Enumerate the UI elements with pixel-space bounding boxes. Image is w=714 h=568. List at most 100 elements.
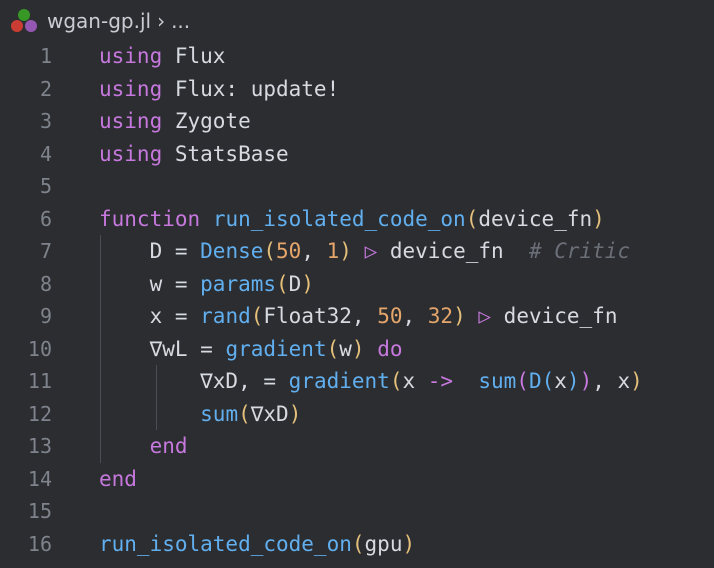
line-number: 13 [27,434,52,458]
code-token: w [339,336,352,361]
code-token: ( [465,206,479,231]
code-line[interactable]: 3 using Zygote [0,105,714,138]
code-token: Float32, [263,304,378,328]
code-token: D = [99,239,201,263]
line-number: 12 [27,401,52,426]
code-line[interactable]: 10 ∇wL = gradient(w) do [0,333,714,366]
code-line[interactable]: 13 end [0,430,714,463]
code-token: device_fn [491,304,618,328]
line-number: 16 [27,531,52,556]
code-token: D [528,369,542,393]
line-number: 2 [39,76,52,101]
line-code: x = rand(Float32, 50, 32) ▷ device_fn [99,300,618,333]
code-line[interactable]: 8 w = params(D) [0,268,714,301]
code-line[interactable]: 15 [0,495,714,528]
code-token: ( [238,401,251,426]
code-token: ( [250,304,264,328]
code-line[interactable]: 17 [0,560,714,568]
line-code: using Flux: update! [99,73,339,106]
code-line[interactable]: 11 ∇xD, = gradient(x -> sum(D(x)), x) [0,365,714,398]
code-token: x [554,369,567,393]
breadcrumb-ellipsis[interactable]: ... [171,9,191,33]
line-number: 5 [39,174,52,198]
code-token: Dense [200,239,264,263]
code-line[interactable]: 6 function run_isolated_code_on(device_fn… [0,203,714,236]
code-line[interactable]: 7 D = Dense(50, 1) ▷ device_fn # Critic [0,235,714,268]
code-token: ( [326,336,340,361]
code-token: end [99,434,188,458]
code-token: 50 [377,304,403,328]
code-token: x = [99,304,201,328]
code-token: ) [288,401,302,426]
indent-guide [156,365,157,430]
code-token: ( [389,369,403,393]
code-token: , [402,304,428,328]
code-token: using [99,141,163,166]
code-token: 32 [427,304,454,328]
code-token: , [301,239,327,263]
code-token: -> [427,369,454,393]
code-line[interactable]: 4 using StatsBase [0,138,714,171]
line-code: using Zygote [99,105,251,138]
code-token [453,369,478,393]
code-token: Flux [162,44,226,68]
code-token: function [99,206,201,231]
line-number: 3 [39,109,52,133]
line-number: 10 [27,336,52,361]
code-token: ( [263,239,277,263]
code-token: run_isolated_code_on [212,206,466,231]
code-line[interactable]: 12 sum(∇xD) [0,398,714,431]
chevron-right-icon: › [157,9,166,33]
line-number: 6 [39,206,52,231]
code-token: StatsBase [162,141,289,166]
code-token: ▷ [351,239,378,263]
code-token: ( [351,531,365,556]
line-number: 4 [39,141,52,166]
code-token: ) [453,304,466,328]
code-token: ( [516,369,529,393]
line-code: sum(∇xD) [99,398,301,431]
julia-file-icon [10,8,40,34]
code-token: gradient [225,336,327,361]
code-line[interactable]: 9 x = rand(Float32, 50, 32) ▷ device_fn [0,300,714,333]
line-code: end [99,430,188,463]
line-number: 15 [27,499,52,523]
code-token: 1 [326,239,340,263]
code-token: , x [592,369,631,393]
code-line[interactable]: 5 [0,170,714,203]
code-token: ) [339,239,352,263]
code-token: end [99,466,137,491]
code-token [99,402,200,426]
code-token: sum [478,369,517,393]
code-token: device_fn [478,206,593,231]
code-token: 50 [276,239,302,263]
code-token: ) [630,369,643,393]
breadcrumb-file-name[interactable]: wgan-gp.jl [47,9,152,33]
line-code: ∇xD, = gradient(x -> sum(D(x)), x) [99,365,643,398]
code-token: x [402,369,428,393]
code-token: gpu [364,531,403,556]
line-code: end [99,463,137,496]
code-token: ) [579,369,593,393]
line-number: 1 [39,44,52,68]
line-number: 11 [27,369,52,393]
code-token: D [288,271,302,296]
line-code: using StatsBase [99,138,289,171]
code-token: Zygote [162,109,251,133]
code-token: using [99,109,163,133]
line-number: 14 [27,466,52,491]
code-token: device_fn [377,239,529,263]
code-token: ∇wL = [99,336,226,361]
code-line[interactable]: 14 end [0,463,714,496]
code-token: # Critic [528,239,631,263]
line-number: 8 [39,271,52,296]
code-token: do [364,336,403,361]
code-token: run_isolated_code_on [99,531,352,556]
line-code: ∇wL = gradient(w) do [99,333,403,366]
indent-guide [100,235,101,463]
line-code: function run_isolated_code_on(device_fn) [99,203,605,236]
code-line[interactable]: 2 using Flux: update! [0,73,714,106]
